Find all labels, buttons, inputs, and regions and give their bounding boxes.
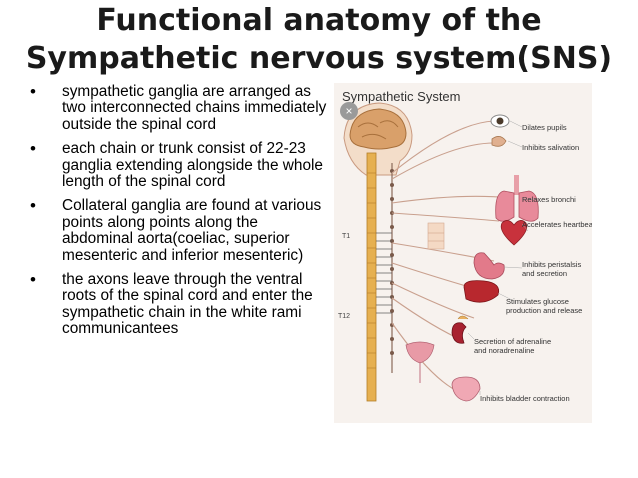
bullet-item: • sympathetic ganglia are arranged as two… xyxy=(30,82,330,133)
liver-icon xyxy=(463,280,500,303)
close-icon[interactable]: × xyxy=(340,102,358,120)
bullet-item: • each chain or trunk consist of 22-23 ga… xyxy=(30,139,330,191)
title-line-2: Sympathetic nervous system(SNS) xyxy=(25,41,613,76)
label-line: production and release xyxy=(506,306,583,315)
bullet-dot: • xyxy=(30,139,36,159)
label-inhibits-bladder: Inhibits bladder contraction xyxy=(480,394,570,403)
spinal-column xyxy=(366,152,377,402)
bullet-text: the axons leave through the ventral root… xyxy=(62,271,313,338)
segment-label-t12: T12 xyxy=(338,313,351,320)
lungs-icon xyxy=(495,190,515,222)
label-stimulates-glucose: Stimulates glucose production and releas… xyxy=(506,297,582,315)
label-secretion-adrenaline: Secretion of adrenaline and noradrenalin… xyxy=(474,337,551,355)
label-line: Inhibits peristalsis xyxy=(522,260,582,269)
label-relaxes-bronchi: Relaxes bronchi xyxy=(522,195,576,204)
label-dilates-pupils: Dilates pupils xyxy=(522,123,567,132)
bullet-item: • the axons leave through the ventral roo… xyxy=(30,270,330,338)
title-line-1: Functional anatomy of the xyxy=(96,3,542,38)
label-inhibits-peristalsis: Inhibits peristalsis and secretion xyxy=(522,260,581,278)
brain-icon xyxy=(349,108,407,150)
label-line: Secretion of adrenaline xyxy=(474,337,552,346)
label-inhibits-salivation: Inhibits salivation xyxy=(522,143,580,152)
pelvic-organ-icon xyxy=(405,341,435,364)
bullet-dot: • xyxy=(30,196,36,216)
bladder-icon xyxy=(451,376,481,402)
label-line: and secretion xyxy=(522,269,568,278)
heart-icon xyxy=(500,220,528,246)
label-line: and noradrenaline xyxy=(474,346,535,355)
figure-title: Sympathetic System xyxy=(342,89,461,104)
label-line: Stimulates glucose xyxy=(506,297,569,306)
skin-icon xyxy=(427,222,445,250)
bullet-text: each chain or trunk consist of 22-23 gan… xyxy=(62,140,323,191)
slide-title: Functional anatomy of the Sympathetic ne… xyxy=(0,2,638,78)
bullet-item: • Collateral ganglia are found at various… xyxy=(30,196,330,264)
bullet-text: sympathetic ganglia are arranged as two … xyxy=(62,83,327,133)
anatomy-illustration xyxy=(343,102,539,402)
bullet-list: • sympathetic ganglia are arranged as two… xyxy=(30,82,330,346)
kidney-icon xyxy=(451,322,467,344)
bullet-text: Collateral ganglia are found at various … xyxy=(62,197,322,264)
bullet-dot: • xyxy=(30,270,36,290)
bullet-dot: • xyxy=(30,82,36,101)
sympathetic-system-figure: Sympathetic System × T1 T12 Dilates pupi… xyxy=(334,83,592,423)
label-accelerates-heartbeat: Accelerates heartbeat xyxy=(522,220,592,229)
segment-label-t1: T1 xyxy=(342,233,351,240)
stomach-icon xyxy=(473,252,505,280)
salivary-gland-icon xyxy=(491,136,507,147)
